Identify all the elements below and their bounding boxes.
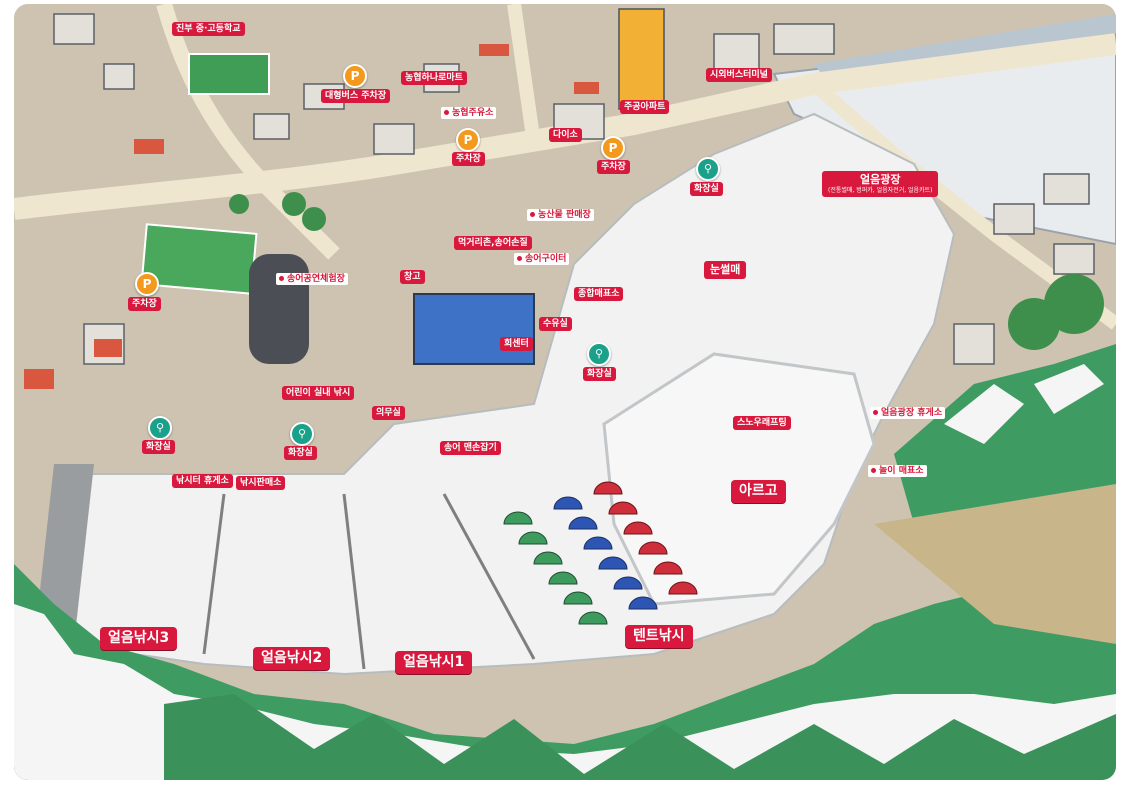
label-toilet-c[interactable]: 화장실	[142, 440, 175, 454]
map-frame: P P P P ⚲ ⚲ ⚲ ⚲ 진부 중·고등학교 대형버스 주차장 농협하나로…	[14, 4, 1116, 780]
label-trout-hall[interactable]: 송어공연체험장	[276, 273, 348, 285]
label-warehouse[interactable]: 창고	[400, 270, 425, 284]
label-play-ticket[interactable]: 놀이 매표소	[868, 465, 927, 477]
school-field	[188, 53, 270, 95]
dirt-slope	[874, 484, 1116, 644]
label-apartment[interactable]: 주공아파트	[620, 100, 670, 114]
tents-red	[593, 481, 698, 595]
tents-blue	[553, 496, 658, 610]
tents-green	[503, 511, 608, 625]
parking-icon: P	[456, 128, 480, 152]
label-ice-plaza-sub: (전통썰매, 범퍼카, 얼음자전거, 얼음카트)	[828, 187, 933, 194]
label-ice-fishing-3[interactable]: 얼음낚시3	[100, 627, 178, 650]
label-food-street[interactable]: 먹거리촌,송어손질	[454, 236, 532, 250]
apartment-tower	[618, 8, 665, 110]
label-bus-parking[interactable]: 대형버스 주차장	[321, 89, 391, 103]
label-toilet-a[interactable]: 화장실	[690, 182, 723, 196]
toilet-icon: ⚲	[696, 157, 720, 181]
parking-icon: P	[343, 64, 367, 88]
label-nursing[interactable]: 수유실	[539, 317, 572, 331]
side-road-2	[507, 4, 541, 145]
trout-hall-building	[249, 254, 309, 364]
label-ice-plaza[interactable]: 얼음광장 (전통썰매, 범퍼카, 얼음자전거, 얼음카트)	[822, 171, 939, 197]
label-toilet-b[interactable]: 화장실	[583, 367, 616, 381]
label-fishing-rest[interactable]: 낚시터 휴게소	[172, 474, 233, 488]
toilet-icon: ⚲	[587, 342, 611, 366]
label-kids-fishing[interactable]: 어린이 실내 낚시	[282, 386, 355, 400]
label-nonghyup-mart[interactable]: 농협하나로마트	[401, 71, 467, 85]
label-farm-store[interactable]: 농산물 판매장	[527, 209, 594, 221]
fishing-lane-divider-3	[442, 493, 536, 660]
mountains-right-snow	[944, 364, 1104, 444]
label-general-ticket[interactable]: 종합매표소	[574, 287, 624, 301]
label-parking-a[interactable]: 주차장	[452, 152, 485, 166]
label-ice-fishing-2[interactable]: 얼음낚시2	[253, 647, 331, 670]
label-parking-b[interactable]: 주차장	[597, 160, 630, 174]
label-ice-plaza-title: 얼음광장	[859, 173, 901, 186]
label-ice-plaza-rest[interactable]: 얼음광장 휴게소	[870, 407, 946, 419]
label-trout-catch[interactable]: 송어 맨손잡기	[440, 441, 501, 455]
label-trout-grill[interactable]: 송어구이터	[514, 253, 570, 265]
parking-icon: P	[601, 136, 625, 160]
parking-icon: P	[135, 272, 159, 296]
mountains-ridge	[164, 694, 1116, 780]
label-fishing-ticket[interactable]: 낚시판매소	[236, 476, 286, 490]
fishing-lane-divider-1	[202, 493, 226, 655]
center-building	[413, 293, 535, 365]
label-medical[interactable]: 의무실	[372, 406, 405, 420]
label-bus-terminal[interactable]: 시외버스터미널	[706, 68, 772, 82]
label-snow-rafting[interactable]: 스노우래프팅	[733, 416, 791, 430]
label-toilet-d[interactable]: 화장실	[284, 446, 317, 460]
label-hall[interactable]: 회센터	[500, 337, 533, 351]
label-daiso[interactable]: 다이소	[549, 128, 582, 142]
arena-area	[602, 352, 876, 606]
label-snow-sled[interactable]: 눈썰매	[704, 261, 747, 279]
label-parking-c[interactable]: 주차장	[128, 297, 161, 311]
festival-map	[14, 4, 1116, 780]
red-roofs	[24, 44, 599, 389]
label-ice-fishing-1[interactable]: 얼음낚시1	[395, 651, 473, 674]
fishing-lane-divider-2	[342, 493, 366, 670]
label-tent-fishing[interactable]: 텐트낚시	[625, 625, 693, 648]
label-school[interactable]: 진부 중·고등학교	[172, 22, 245, 36]
label-gas-station[interactable]: 농협주유소	[441, 107, 497, 119]
toilet-icon: ⚲	[290, 422, 314, 446]
east-road	[809, 78, 1116, 330]
toilet-icon: ⚲	[148, 416, 172, 440]
label-arego[interactable]: 아르고	[731, 480, 786, 503]
main-road	[14, 33, 1116, 220]
